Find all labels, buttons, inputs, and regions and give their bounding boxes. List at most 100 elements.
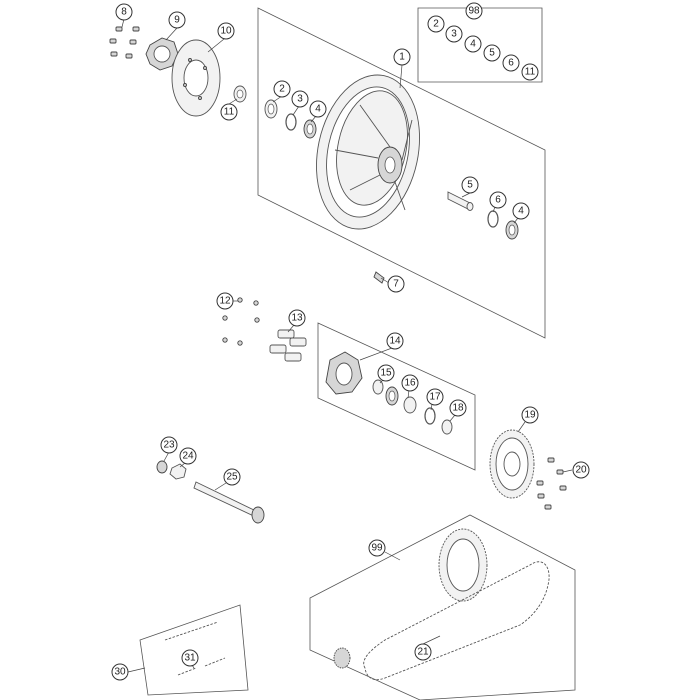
brake-disc-10: [171, 39, 221, 117]
callout-31: 31: [181, 649, 199, 667]
svg-text:4: 4: [518, 206, 524, 217]
callout-21: 21: [414, 643, 432, 661]
svg-text:20: 20: [575, 465, 587, 476]
callout-9: 9: [168, 11, 186, 29]
svg-text:2: 2: [433, 19, 439, 30]
svg-text:10: 10: [220, 26, 232, 37]
kit-callout-3: 3: [445, 25, 463, 43]
svg-text:7: 7: [393, 279, 399, 290]
svg-text:17: 17: [429, 392, 441, 403]
svg-text:31: 31: [184, 653, 196, 664]
callout-19: 19: [521, 406, 539, 424]
bolt-set-8: [109, 26, 140, 59]
svg-text:16: 16: [404, 378, 416, 389]
drive-chain-21: [363, 561, 550, 681]
spacer-16b: [403, 396, 417, 414]
hub-assembly-frame: [317, 322, 476, 471]
kit-callout-4: 4: [464, 35, 482, 53]
svg-text:1: 1: [399, 52, 405, 63]
callout-7: 7: [387, 275, 405, 293]
svg-text:19: 19: [524, 410, 536, 421]
bearing-16: [385, 386, 399, 406]
svg-text:99: 99: [371, 543, 383, 554]
svg-text:6: 6: [495, 195, 501, 206]
callout-25: 25: [223, 468, 241, 486]
chain-kit-frame: [309, 514, 576, 700]
spacer-18: [441, 419, 453, 435]
rear-axle-25: [193, 481, 265, 524]
svg-text:14: 14: [389, 336, 401, 347]
svg-text:9: 9: [174, 15, 180, 26]
seal-3: [285, 113, 297, 131]
callout-17: 17: [426, 388, 444, 406]
callout-12: 12: [216, 292, 234, 310]
bearing-15: [372, 379, 384, 395]
callout-1: 1: [393, 48, 411, 66]
nut-set-12: [222, 297, 260, 346]
svg-text:2: 2: [279, 84, 285, 95]
callout-3: 3: [291, 90, 309, 108]
wheel-assembly-frame: [257, 7, 546, 339]
svg-text:13: 13: [291, 313, 303, 324]
callout-15: 15: [377, 364, 395, 382]
callout-24: 24: [179, 447, 197, 465]
kit-callout-11: 11: [521, 63, 539, 81]
callout-6: 6: [489, 191, 507, 209]
svg-text:8: 8: [121, 7, 127, 18]
callout-99: 99: [368, 539, 386, 557]
front-sprocket: [333, 647, 351, 669]
bolt-set-20: [536, 457, 567, 510]
bearing-4: [303, 119, 317, 139]
svg-text:6: 6: [508, 58, 514, 69]
callout-98: 98: [465, 2, 483, 20]
leader-lines: [121, 18, 573, 673]
svg-text:15: 15: [380, 368, 392, 379]
kit-98-frame: [417, 7, 543, 83]
kit-sprocket: [438, 528, 488, 602]
kit-callout-5: 5: [483, 44, 501, 62]
callout-8: 8: [115, 3, 133, 21]
seal-17: [424, 407, 436, 425]
axle-nut-23: [156, 460, 168, 474]
svg-text:23: 23: [163, 440, 175, 451]
svg-text:3: 3: [297, 94, 303, 105]
chain-link-set-31: [164, 621, 226, 676]
rear-wheel-rim-1: [316, 74, 420, 230]
seal-6: [487, 210, 499, 228]
svg-text:25: 25: [226, 472, 238, 483]
disc-adapter-9: [145, 37, 179, 71]
callout-13: 13: [288, 309, 306, 327]
sprocket-carrier-14: [325, 351, 363, 395]
svg-text:98: 98: [468, 6, 480, 17]
svg-text:5: 5: [489, 48, 495, 59]
bearing-2: [264, 99, 278, 119]
callout-23: 23: [160, 436, 178, 454]
chain-link-frame: [139, 604, 249, 696]
callout-4b: 4: [512, 202, 530, 220]
callout-11: 11: [220, 103, 238, 121]
callout-20: 20: [572, 461, 590, 479]
spacer-11: [233, 85, 247, 103]
callout-2: 2: [273, 80, 291, 98]
svg-text:4: 4: [315, 104, 321, 115]
rear-sprocket-19: [489, 429, 535, 499]
callout-16: 16: [401, 374, 419, 392]
svg-text:18: 18: [452, 403, 464, 414]
kit-callout-6: 6: [502, 54, 520, 72]
svg-text:21: 21: [417, 647, 429, 658]
callout-5: 5: [461, 176, 479, 194]
svg-text:12: 12: [219, 296, 231, 307]
callout-18: 18: [449, 399, 467, 417]
spacer-sleeve-5: [447, 191, 474, 211]
svg-text:24: 24: [182, 451, 194, 462]
damper-rubbers-13: [269, 329, 307, 362]
svg-text:30: 30: [114, 667, 126, 678]
svg-text:3: 3: [451, 29, 457, 40]
callout-30: 30: [111, 663, 129, 681]
callout-10: 10: [217, 22, 235, 40]
svg-text:4: 4: [470, 39, 476, 50]
svg-text:5: 5: [467, 180, 473, 191]
bearing-4b: [505, 220, 519, 240]
valve-7: [373, 271, 385, 284]
